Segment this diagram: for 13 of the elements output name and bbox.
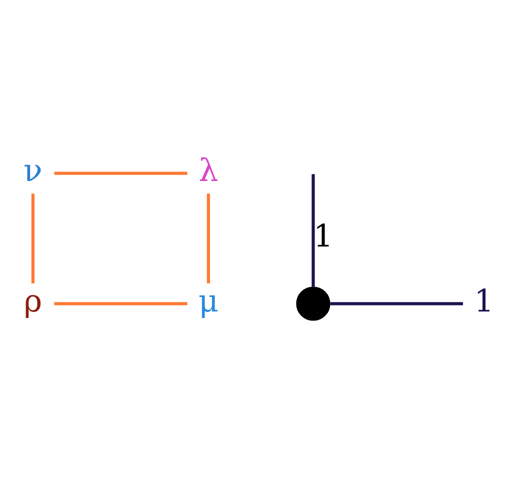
node-text: μ [198, 283, 219, 320]
node-text: ρ [24, 283, 42, 320]
edge-label: 1 [313, 218, 334, 254]
connector [31, 194, 35, 284]
node-text: λ [198, 153, 218, 190]
node-text: ν [24, 153, 42, 190]
connector [54, 172, 188, 175]
connector [330, 302, 463, 306]
connector [312, 174, 315, 287]
node-circle [296, 286, 330, 321]
connector [54, 302, 188, 306]
node-text: 1 [474, 283, 494, 320]
connector [206, 194, 210, 284]
